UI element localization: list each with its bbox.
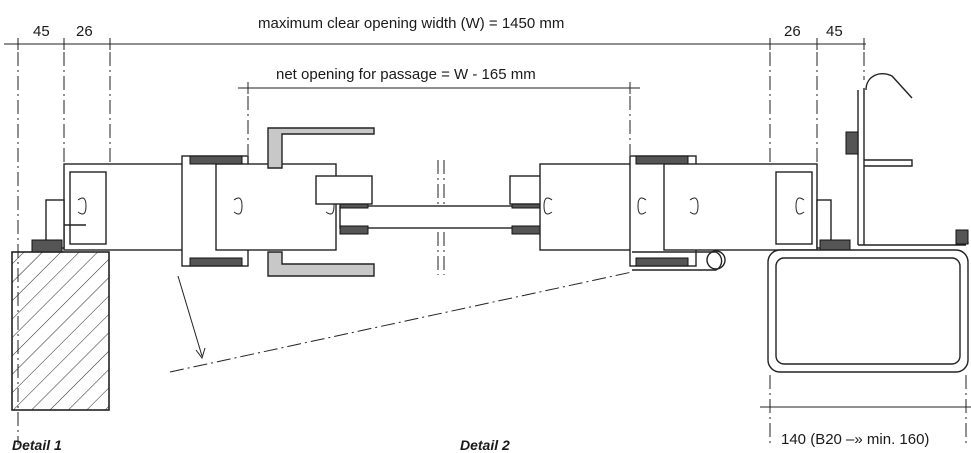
dim-max-clear-opening: maximum clear opening width (W) = 1450 m…	[258, 15, 564, 32]
dim-left-45: 45	[33, 23, 50, 40]
dim-right-26: 26	[784, 23, 801, 40]
left-sash-profile	[181, 155, 337, 267]
right-frame-profile	[663, 163, 851, 253]
bottom-dimension-line	[760, 401, 971, 413]
label-detail-2: Detail 2	[460, 437, 510, 453]
dim-left-26: 26	[76, 23, 93, 40]
dim-right-45: 45	[826, 23, 843, 40]
net-opening-dimension-line	[238, 82, 640, 94]
top-dimension-line	[4, 38, 866, 50]
door-handle	[267, 127, 375, 277]
door-swing-indicator	[169, 271, 633, 373]
glass-pane	[315, 175, 567, 235]
dim-frame-depth: 140 (B20 –» min. 160)	[781, 431, 929, 448]
label-detail-1: Detail 1	[12, 437, 62, 453]
right-bracket	[845, 72, 969, 246]
dim-net-opening: net opening for passage = W - 165 mm	[276, 66, 536, 83]
right-steel-tube	[767, 249, 969, 373]
left-wall-hatched	[11, 251, 110, 411]
